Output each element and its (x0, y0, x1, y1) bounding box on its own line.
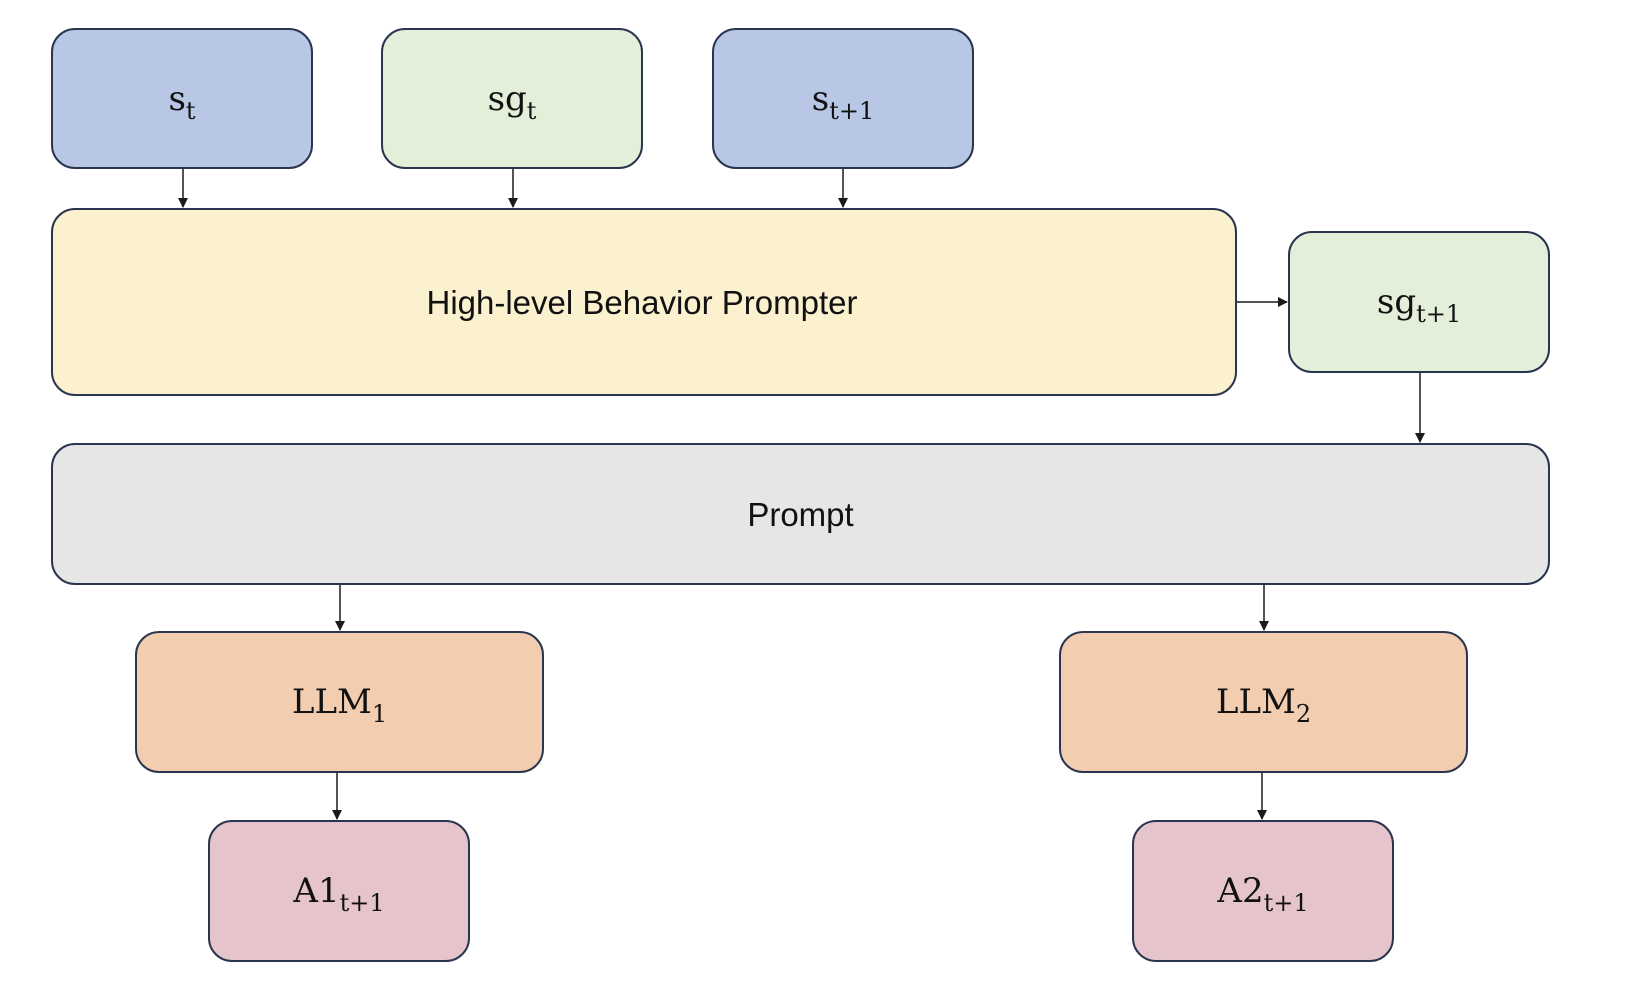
node-state-t-plus-1-base: s (811, 78, 830, 119)
node-state-t-subscript: t (185, 96, 196, 125)
node-action-1-label: A1t+1 (293, 871, 384, 915)
node-llm-2: LLM2 (1059, 631, 1468, 773)
node-llm-2-subscript: 2 (1295, 700, 1312, 728)
node-subgoal-t-base: sg (487, 78, 527, 119)
node-llm-1-base: LLM (291, 682, 372, 722)
node-action-1: A1t+1 (208, 820, 470, 962)
node-state-t-base: s (168, 78, 186, 119)
node-subgoal-t: sgt (381, 28, 643, 169)
node-action-2-base: A2 (1217, 871, 1264, 911)
node-high-level-behavior-prompter-label: High-level Behavior Prompter (426, 283, 858, 321)
node-action-2-label: A2t+1 (1217, 871, 1308, 915)
node-llm-1-subscript: 1 (371, 700, 388, 728)
node-action-2: A2t+1 (1132, 820, 1394, 962)
node-prompt-label: Prompt (747, 495, 854, 533)
node-action-1-subscript: t+1 (339, 889, 385, 917)
node-subgoal-t-label: sgt (487, 78, 537, 123)
node-subgoal-t-plus-1-label: sgt+1 (1376, 282, 1461, 326)
node-state-t-plus-1-label: st+1 (811, 78, 874, 123)
node-action-1-base: A1 (293, 871, 340, 911)
node-llm-2-label: LLM2 (1215, 682, 1311, 726)
node-state-t-label: st (168, 78, 195, 123)
node-state-t-plus-1: st+1 (712, 28, 974, 169)
node-llm-1: LLM1 (135, 631, 544, 773)
node-prompt: Prompt (51, 443, 1550, 585)
node-subgoal-t-plus-1-base: sg (1376, 282, 1417, 322)
node-subgoal-t-subscript: t (526, 96, 537, 125)
node-high-level-behavior-prompter: High-level Behavior Prompter (51, 208, 1237, 396)
node-state-t-plus-1-subscript: t+1 (829, 96, 875, 125)
node-subgoal-t-plus-1-subscript: t+1 (1416, 300, 1462, 328)
node-subgoal-t-plus-1: sgt+1 (1288, 231, 1550, 373)
node-action-2-subscript: t+1 (1263, 889, 1309, 917)
node-llm-2-base: LLM (1215, 682, 1296, 722)
node-llm-1-label: LLM1 (291, 682, 387, 726)
node-state-t: st (51, 28, 313, 169)
